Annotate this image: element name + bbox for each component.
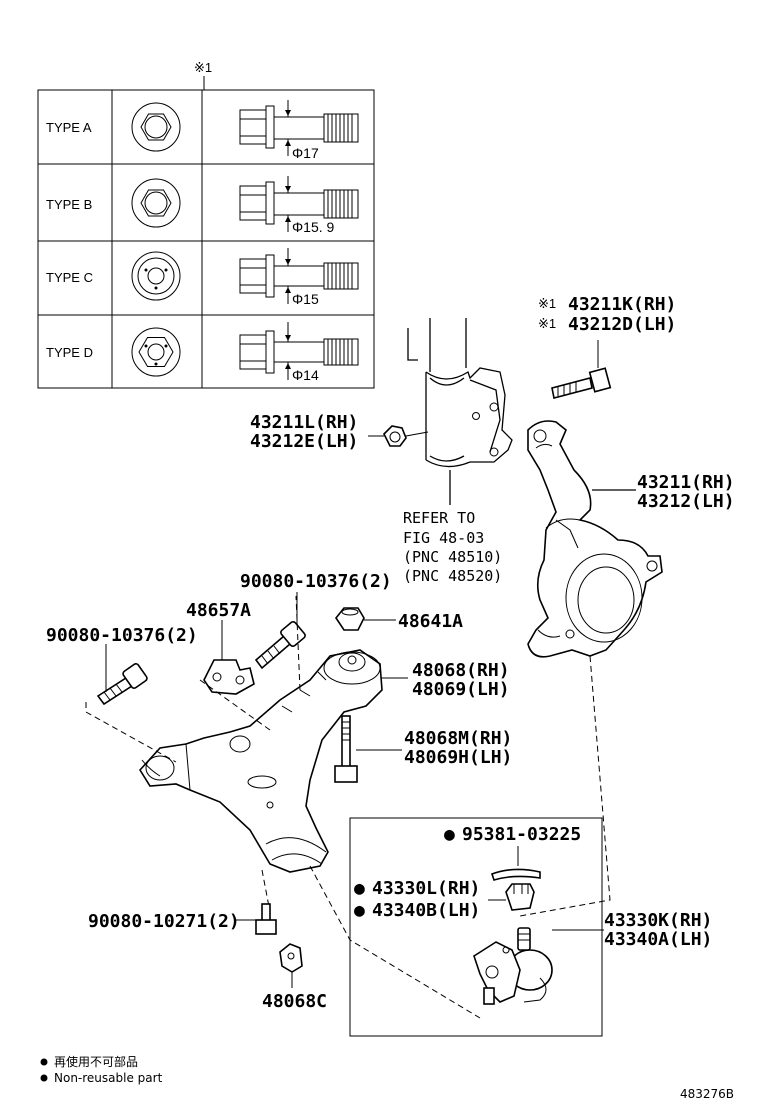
cotter-pin-icon <box>490 868 541 881</box>
part-48641a[interactable]: 48641A <box>398 611 463 632</box>
bolt-90080-10271-icon <box>236 903 277 935</box>
type-a-bolt-side-icon <box>239 100 359 156</box>
refer-line-2: FIG 48-03 <box>403 529 484 547</box>
legend-jp: 再使用不可部品 <box>54 1054 138 1069</box>
legend: 再使用不可部品 Non-reusable part <box>40 1054 163 1085</box>
part-43212[interactable]: 43212(LH) <box>637 491 735 512</box>
part-48657a[interactable]: 48657A <box>186 600 251 621</box>
part-48069h[interactable]: 48069H(LH) <box>404 747 512 768</box>
legend-bullet-1 <box>40 1058 48 1066</box>
non-reusable-mark-43340b: ● <box>354 900 365 921</box>
nut-48641a-icon <box>335 607 396 631</box>
bolt-type-table: ※1 TYPE A TYPE B TYPE C TYPE D <box>37 60 375 389</box>
refer-line-4: (PNC 48520) <box>403 567 502 585</box>
part-43212d[interactable]: 43212D(LH) <box>568 314 676 335</box>
legend-en: Non-reusable part <box>54 1071 163 1085</box>
non-reusable-mark-43330l: ● <box>354 878 365 899</box>
type-b-label: TYPE B <box>46 197 92 212</box>
refer-line-3: (PNC 48510) <box>403 548 502 566</box>
type-d-diameter: Φ14 <box>292 367 319 383</box>
bolt-90080-10376-left-icon <box>96 644 148 706</box>
ball-joint-icon <box>473 927 553 1005</box>
part-90080-10376-top[interactable]: 90080-10376(2) <box>240 571 392 592</box>
type-d-bolt-side-icon <box>239 322 359 380</box>
type-c-label: TYPE C <box>46 270 93 285</box>
part-43340b[interactable]: 43340B(LH) <box>372 900 480 921</box>
part-43330l[interactable]: 43330L(RH) <box>372 878 480 899</box>
mark-43211k: ※1 <box>538 296 556 311</box>
type-b-bolt-side-icon <box>239 176 359 232</box>
steering-knuckle-drawing <box>527 420 663 658</box>
type-c-bolt-head-icon <box>131 251 181 301</box>
part-48068m[interactable]: 48068M(RH) <box>404 728 512 749</box>
ball-joint-box <box>349 817 603 1037</box>
part-43340a[interactable]: 43340A(LH) <box>604 929 712 950</box>
mark-43212d: ※1 <box>538 316 556 331</box>
type-c-bolt-side-icon <box>239 248 359 304</box>
type-d-bolt-head-icon <box>131 327 181 377</box>
part-43211l[interactable]: 43211L(RH) <box>250 412 358 433</box>
non-reusable-mark-95381: ● <box>444 824 455 845</box>
type-c-diameter: Φ15 <box>292 291 319 307</box>
bracket-48657a-icon <box>203 620 255 695</box>
type-a-bolt-head-icon <box>131 102 181 152</box>
part-43330k[interactable]: 43330K(RH) <box>604 910 712 931</box>
castle-nut-icon <box>505 883 535 911</box>
table-note-mark: ※1 <box>194 60 212 75</box>
part-48068c-icon <box>279 943 303 988</box>
bolt-90080-10376-top-icon <box>254 592 306 670</box>
strut-bracket-drawing <box>407 318 513 505</box>
part-43211k[interactable]: 43211K(RH) <box>568 294 676 315</box>
part-48069[interactable]: 48069(LH) <box>412 679 510 700</box>
type-b-diameter: Φ15. 9 <box>292 219 335 235</box>
part-48068c[interactable]: 48068C <box>262 991 327 1012</box>
bolt-43211k-icon <box>551 340 612 399</box>
type-b-bolt-head-icon <box>131 178 181 228</box>
drawing-id: 483276B <box>680 1087 734 1101</box>
legend-bullet-2 <box>40 1074 48 1082</box>
part-43212e[interactable]: 43212E(LH) <box>250 431 358 452</box>
refer-line-1: REFER TO <box>403 509 475 527</box>
part-48068[interactable]: 48068(RH) <box>412 660 510 681</box>
bolt-48068m-icon <box>334 715 402 783</box>
type-a-diameter: Φ17 <box>292 145 319 161</box>
part-90080-10271[interactable]: 90080-10271(2) <box>88 911 240 932</box>
part-90080-10376-left[interactable]: 90080-10376(2) <box>46 625 198 646</box>
nut-43211l-icon <box>383 425 429 447</box>
type-d-label: TYPE D <box>46 345 93 360</box>
type-a-label: TYPE A <box>46 120 92 135</box>
part-43211[interactable]: 43211(RH) <box>637 472 735 493</box>
lower-control-arm-drawing <box>139 649 383 873</box>
part-95381-03225[interactable]: 95381-03225 <box>462 824 581 845</box>
